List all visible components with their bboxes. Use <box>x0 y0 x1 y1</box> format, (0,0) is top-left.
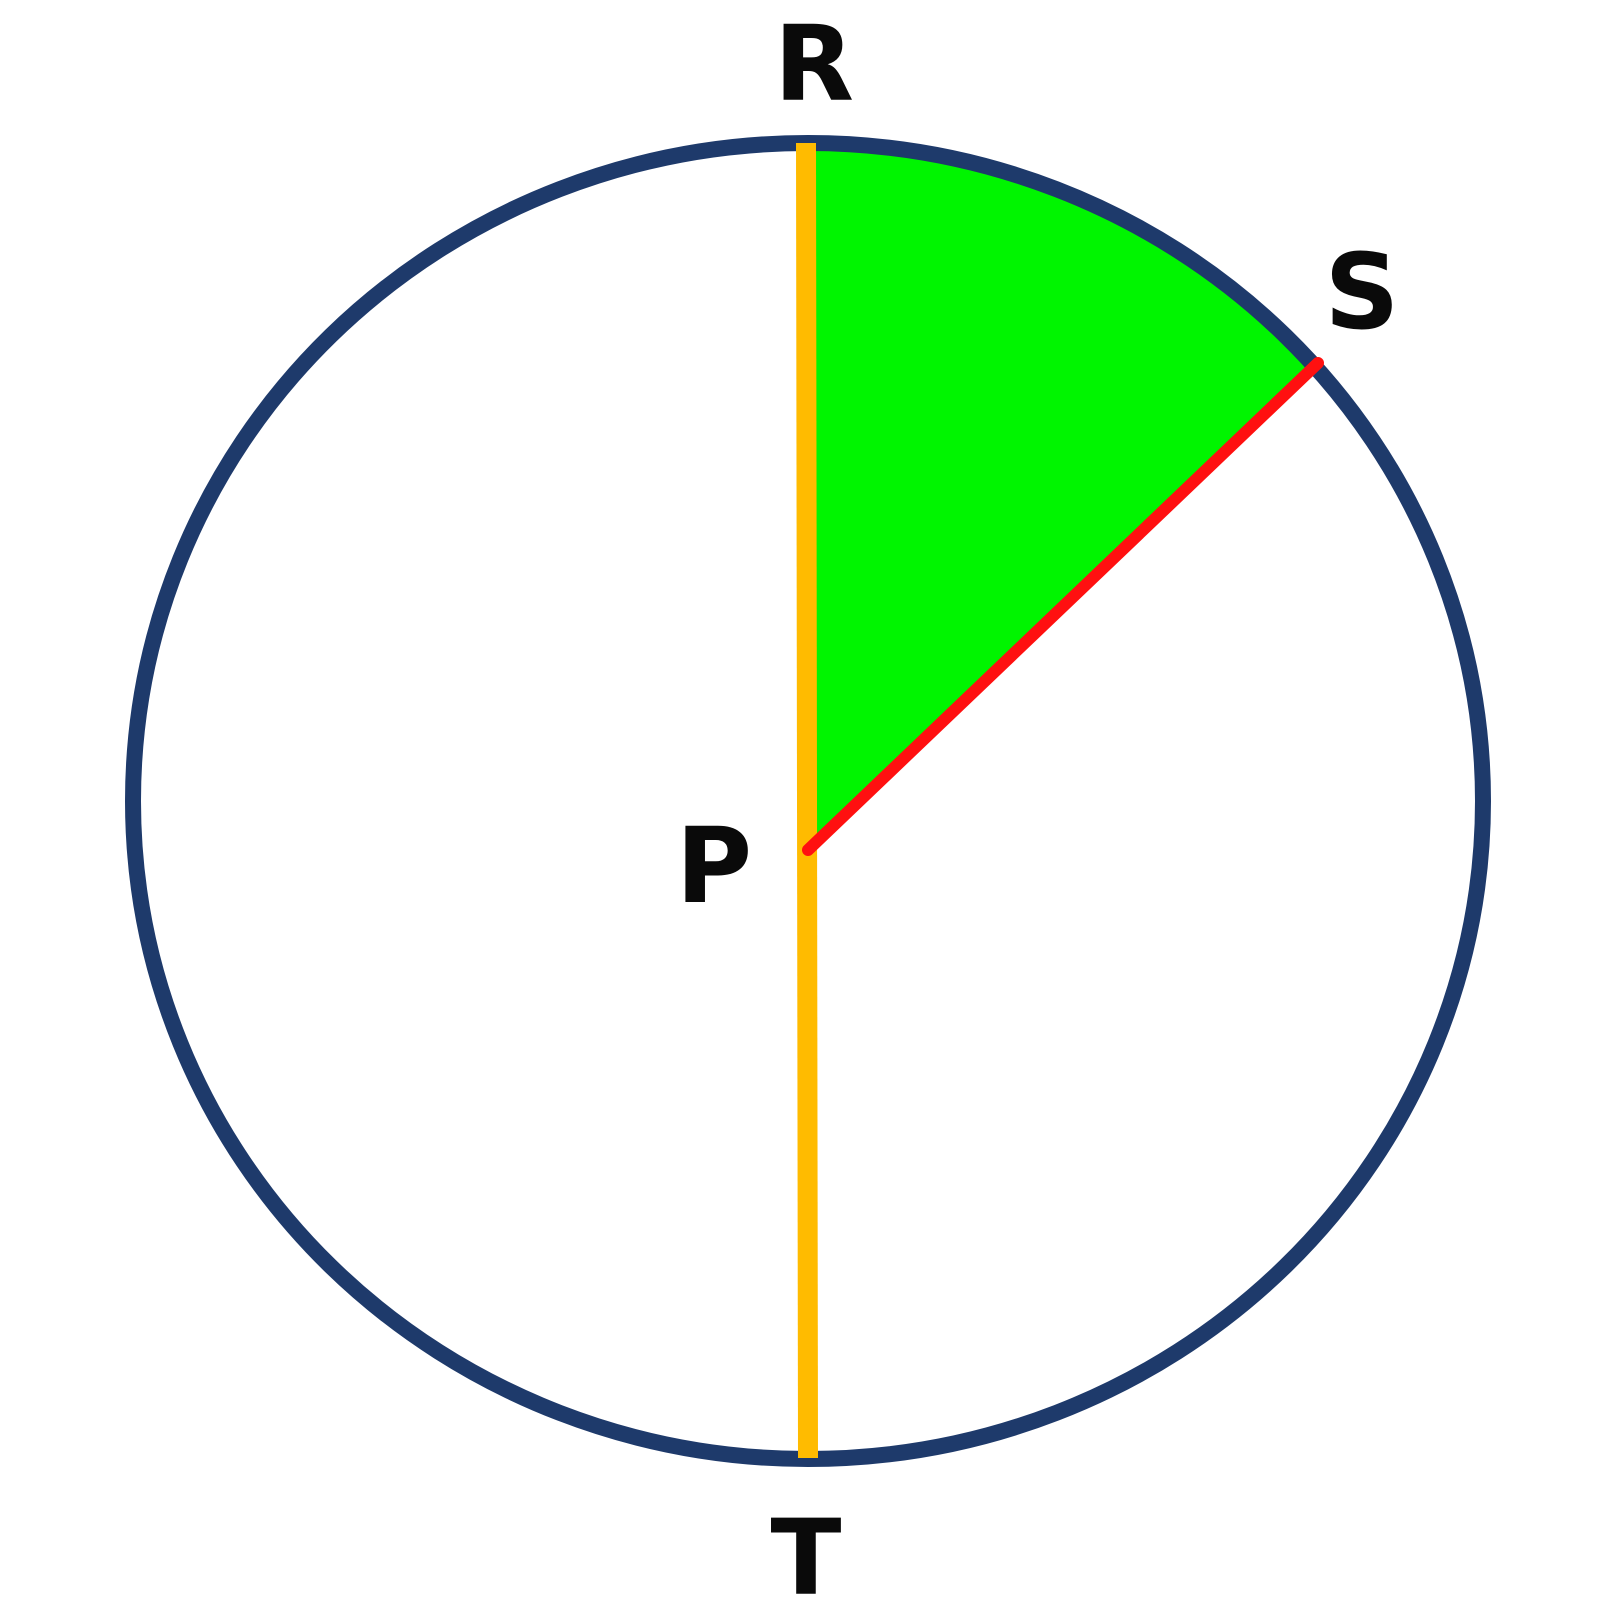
diameter-rt <box>796 142 818 1459</box>
label-r: R <box>774 3 854 125</box>
radius-ps <box>802 357 1324 856</box>
label-p: P <box>676 805 752 927</box>
label-s: S <box>1325 231 1400 353</box>
label-t: T <box>771 1497 842 1600</box>
shaded-sector-rps <box>808 147 1318 851</box>
